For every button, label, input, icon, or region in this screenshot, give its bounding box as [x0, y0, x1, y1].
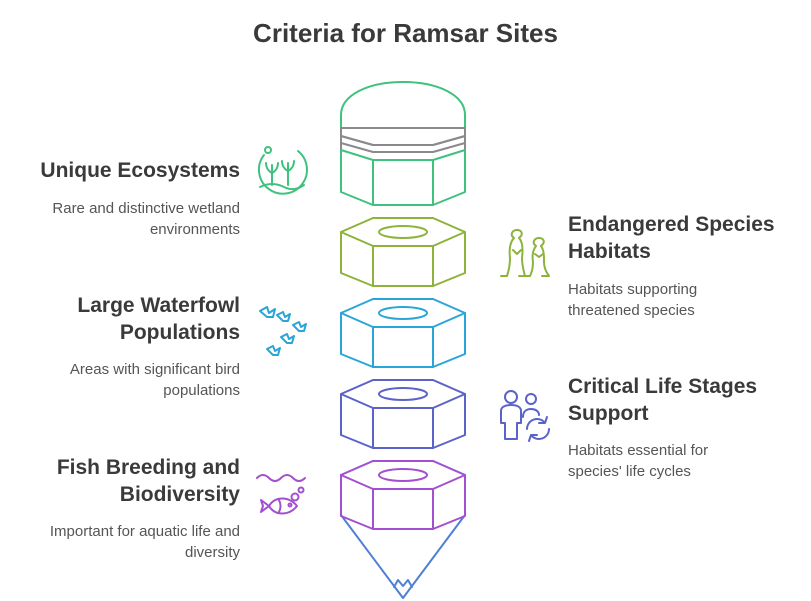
cap-gray-rings — [340, 127, 466, 153]
heading-unique-ecosystems: Unique Ecosystems — [40, 159, 240, 182]
desc-unique-ecosystems: Rare and distinctive wetland environment… — [52, 200, 240, 238]
desc-fish-breeding: Important for aquatic life and diversity — [49, 523, 240, 561]
heading-endangered-species: Endangered Species Habitats — [568, 213, 775, 263]
desc-critical-life-stages: Habitats essential for species' life cyc… — [568, 442, 709, 480]
heading-large-waterfowl: Large Waterfowl Populations — [77, 294, 240, 344]
birds-icon — [259, 306, 307, 356]
nut-olive — [340, 217, 466, 287]
nut-blue — [340, 298, 466, 368]
desc-endangered-species: Habitats supporting threatened species — [568, 281, 698, 319]
fish-icon — [256, 474, 306, 515]
nut-indigo — [340, 379, 466, 449]
meerkats-icon — [500, 229, 550, 277]
segment-green — [340, 149, 466, 206]
heading-critical-life-stages: Critical Life Stages Support — [568, 375, 758, 425]
nut-purple — [340, 460, 466, 530]
heading-fish-breeding: Fish Breeding and Biodiversity — [56, 456, 240, 506]
top-cap-green — [340, 81, 466, 129]
page-title: Criteria for Ramsar Sites — [253, 18, 558, 48]
desc-large-waterfowl: Areas with significant bird populations — [69, 361, 240, 399]
wetland-plants-icon — [257, 146, 308, 195]
life-cycle-icon — [500, 390, 550, 442]
